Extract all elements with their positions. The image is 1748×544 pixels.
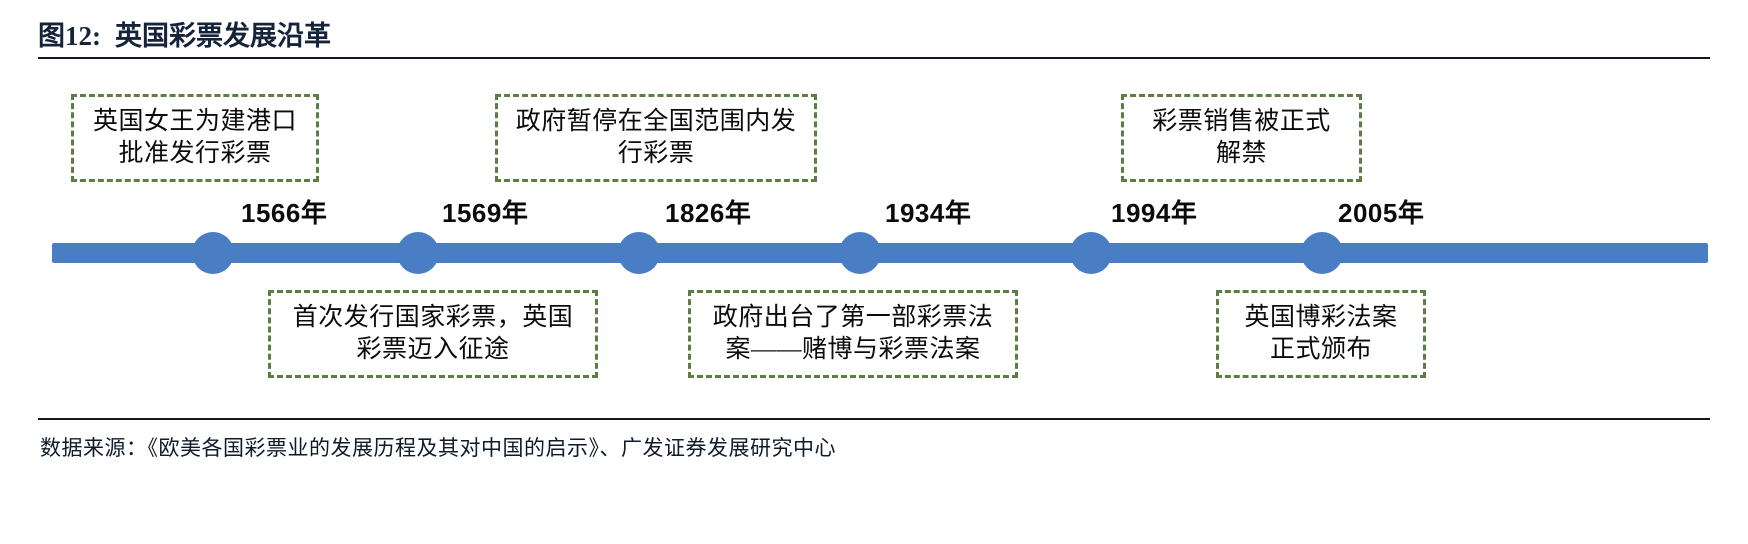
callout-1934[interactable]: 政府出台了第一部彩票法 案——赌博与彩票法案 [688, 290, 1018, 378]
year-label-1826: 1826年 [665, 198, 752, 228]
source-note: 数据来源：《欧美各国彩票业的发展历程及其对中国的启示》、广发证券发展研究中心 [40, 436, 836, 460]
callout-1826-text: 政府暂停在全国范围内发 行彩票 [515, 108, 797, 167]
callout-1566[interactable]: 英国女王为建港口 批准发行彩票 [71, 94, 319, 182]
timeline-node-2005[interactable] [1301, 232, 1343, 274]
callout-1569[interactable]: 首次发行国家彩票，英国 彩票迈入征途 [268, 290, 598, 378]
year-label-1566: 1566年 [241, 198, 328, 228]
callout-2005-text: 英国博彩法案 正式颁布 [1244, 304, 1398, 363]
callout-1934-text: 政府出台了第一部彩票法 案——赌博与彩票法案 [712, 304, 994, 363]
timeline-node-1934[interactable] [839, 232, 881, 274]
figure-title-row: 图12: 英国彩票发展沿革 [38, 12, 1710, 54]
year-label-1994: 1994年 [1111, 198, 1198, 228]
timeline-node-1566[interactable] [192, 232, 234, 274]
callout-1566-text: 英国女王为建港口 批准发行彩票 [92, 108, 297, 167]
timeline-node-1569[interactable] [397, 232, 439, 274]
title-divider-top [38, 57, 1710, 59]
year-label-1569: 1569年 [442, 198, 529, 228]
callout-1994-text: 彩票销售被正式 解禁 [1152, 108, 1331, 167]
timeline-node-1994[interactable] [1070, 232, 1112, 274]
source-divider-bottom [38, 418, 1710, 420]
year-label-1934: 1934年 [885, 198, 972, 228]
year-label-2005: 2005年 [1338, 198, 1425, 228]
figure-number: 图12: [38, 20, 101, 51]
callout-1569-text: 首次发行国家彩票，英国 彩票迈入征途 [292, 304, 574, 363]
callout-1994[interactable]: 彩票销售被正式 解禁 [1121, 94, 1362, 182]
timeline-node-1826[interactable] [618, 232, 660, 274]
callout-1826[interactable]: 政府暂停在全国范围内发 行彩票 [495, 94, 817, 182]
callout-2005[interactable]: 英国博彩法案 正式颁布 [1216, 290, 1426, 378]
page-title: 英国彩票发展沿革 [115, 20, 331, 51]
